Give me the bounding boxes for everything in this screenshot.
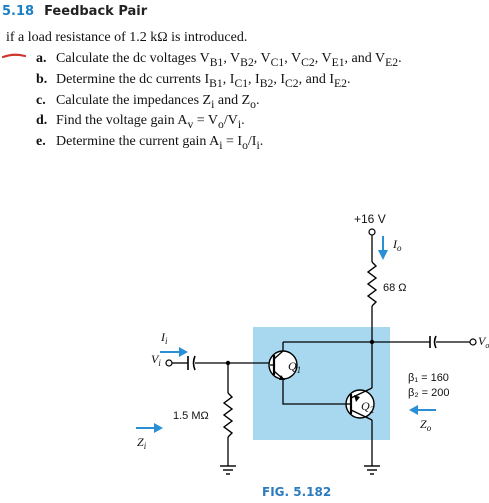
zi-label-main: Z	[137, 435, 144, 449]
question-label: a.	[36, 51, 47, 66]
question-item: b. Determine the dc currents IB1, IC1, IB…	[36, 71, 402, 92]
question-item: c. Calculate the impedances Zi and Zo.	[36, 92, 402, 113]
figure-label: FIG. 5.182	[262, 485, 332, 499]
vi-label: Vi	[151, 352, 161, 368]
io-label-main: I	[392, 237, 398, 251]
question-text: Determine the dc currents IB1, IC1, IB2,…	[56, 71, 351, 90]
beta1-label: β₁ = 160	[408, 372, 449, 384]
vo-terminal	[469, 338, 477, 346]
transistor-q2	[345, 342, 375, 421]
problem-title: Feedback Pair	[44, 4, 148, 19]
io-label: Io	[392, 237, 402, 253]
transistor-q1	[268, 342, 298, 380]
zo-label-main: Z	[420, 417, 427, 431]
q1-label-main: Q	[288, 359, 297, 373]
question-text: Calculate the dc voltages VB1, VB2, VC1,…	[56, 51, 402, 69]
question-list: a. Calculate the dc voltages VB1, VB2, VC…	[36, 50, 402, 154]
problem-number: 5.18	[2, 4, 35, 19]
question-text: Calculate the impedances Zi and Zo.	[56, 92, 260, 111]
question-item: e. Determine the current gain Ai = Io/Ii.	[36, 133, 402, 154]
zi-label-sub: i	[144, 441, 147, 451]
ground-symbol-q2	[364, 465, 380, 475]
vo-label-sub: o	[485, 341, 489, 350]
rc-resistor	[366, 261, 378, 307]
ii-label-main: I	[160, 330, 166, 344]
question-label: c.	[36, 92, 46, 108]
question-text: Determine the current gain Ai = Io/Ii.	[56, 134, 264, 152]
supply-label: +16 V	[354, 212, 386, 226]
q1-label: Q1	[288, 359, 301, 375]
vo-label: Vo	[478, 334, 489, 350]
io-label-sub: o	[397, 243, 402, 253]
q1-label-sub: 1	[297, 365, 302, 375]
vi-label-main: V	[151, 352, 160, 366]
question-label: d.	[36, 113, 48, 129]
question-label: b.	[36, 71, 48, 87]
q2-label-sub: 2	[370, 405, 375, 415]
ground-symbol-rb	[220, 465, 236, 475]
rc-label: 68 Ω	[383, 282, 407, 294]
red-margin-mark	[2, 53, 26, 59]
zo-label: Zo	[420, 417, 432, 433]
question-label: e.	[36, 134, 46, 150]
ii-label: Ii	[160, 330, 168, 346]
problem-intro: if a load resistance of 1.2 kΩ is introd…	[6, 30, 248, 45]
question-item: d. Find the voltage gain Av = Vo/Vi.	[36, 112, 402, 133]
rb-label: 1.5 MΩ	[173, 410, 209, 422]
question-item: a. Calculate the dc voltages VB1, VB2, VC…	[36, 50, 402, 71]
vi-terminal	[165, 359, 173, 367]
problem-header: 5.18 Feedback Pair	[2, 4, 147, 19]
rb-resistor	[222, 392, 234, 438]
q2-label: Q2	[361, 399, 375, 415]
vo-label-main: V	[478, 334, 487, 348]
beta2-label: β₂ = 200	[408, 387, 450, 399]
q2-label-main: Q	[361, 399, 370, 413]
vi-label-sub: i	[158, 358, 161, 368]
ii-label-sub: i	[165, 336, 168, 346]
zi-label: Zi	[137, 435, 147, 451]
feedback-pair-highlight	[253, 327, 390, 440]
supply-terminal	[368, 228, 376, 236]
zo-label-sub: o	[427, 423, 432, 433]
question-text: Find the voltage gain Av = Vo/Vi.	[56, 113, 245, 132]
